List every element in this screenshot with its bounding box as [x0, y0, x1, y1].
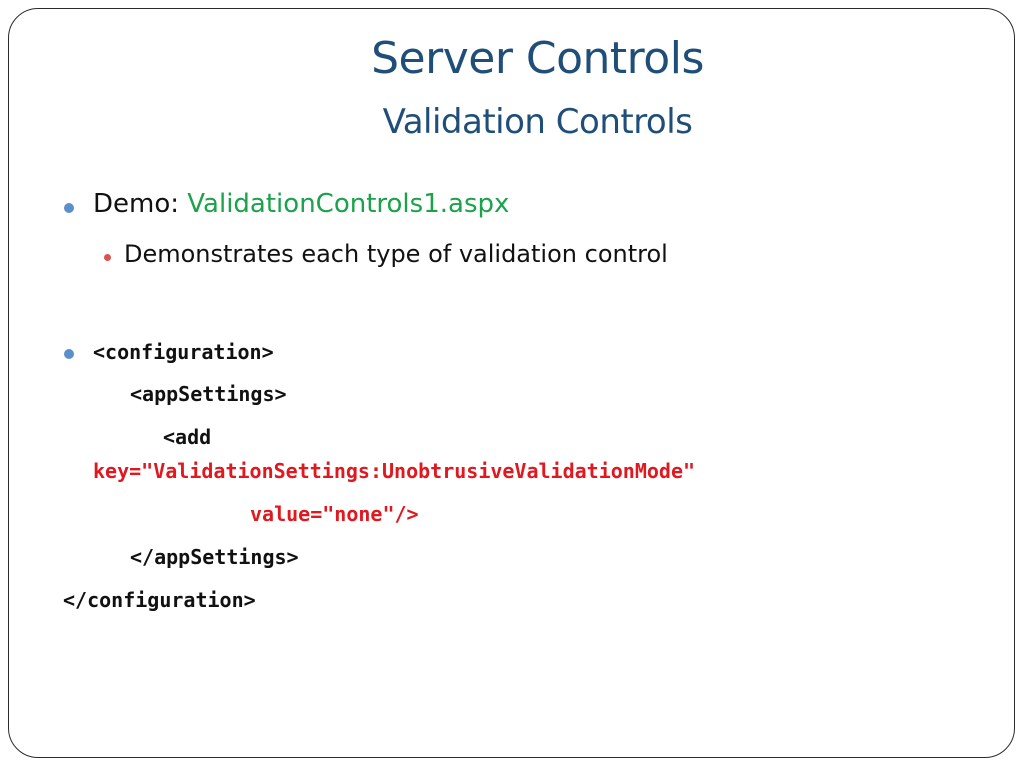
code-line-configuration-open: <configuration>: [93, 340, 274, 364]
bullet-demo-description: Demonstrates each type of validation con…: [124, 240, 668, 268]
bullet-dot-level1: [64, 349, 74, 359]
demo-file-name: ValidationControls1.aspx: [187, 189, 510, 219]
bullet-dot-level2: [104, 254, 111, 261]
code-line-appsettings-open: <appSettings>: [130, 382, 287, 406]
code-line-add: <add: [163, 425, 212, 449]
code-line-key: key="ValidationSettings:UnobtrusiveValid…: [93, 459, 696, 483]
code-line-appsettings-close: </appSettings>: [130, 545, 299, 569]
slide-frame: [8, 8, 1015, 758]
slide-title: Server Controls: [371, 33, 704, 84]
demo-label: Demo:: [93, 189, 188, 219]
code-line-value: value="none"/>: [250, 502, 419, 526]
demo-description: Demonstrates each type of validation con…: [124, 240, 668, 268]
code-line-configuration-close: </configuration>: [63, 588, 256, 612]
bullet-demo: Demo: ValidationControls1.aspx: [93, 189, 509, 219]
slide-subtitle: Validation Controls: [382, 102, 693, 142]
bullet-dot-level1: [64, 203, 74, 213]
